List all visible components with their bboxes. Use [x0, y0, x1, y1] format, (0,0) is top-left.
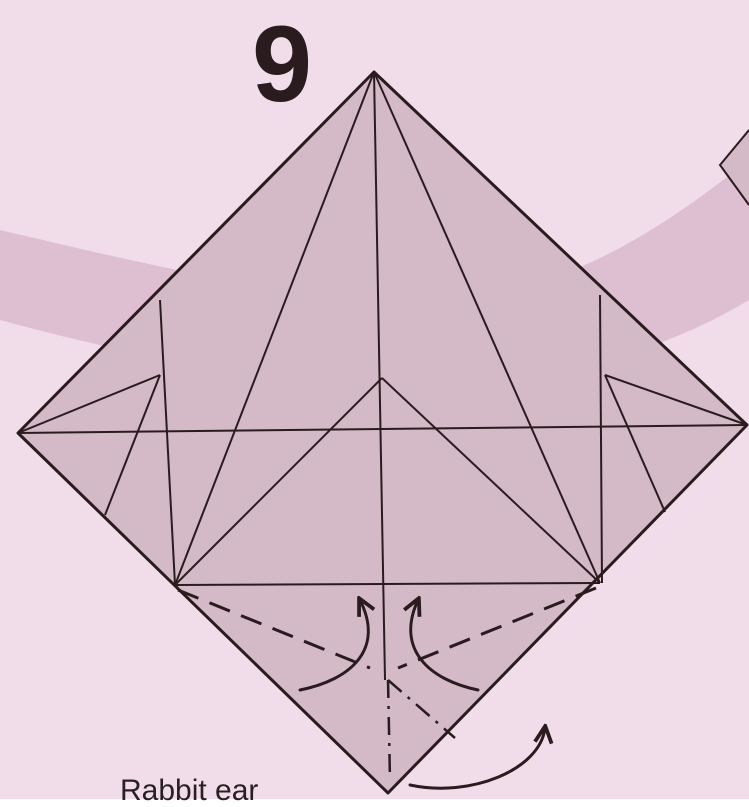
step-number: 9 [252, 10, 312, 118]
caption-text: Rabbit ear [120, 776, 258, 806]
